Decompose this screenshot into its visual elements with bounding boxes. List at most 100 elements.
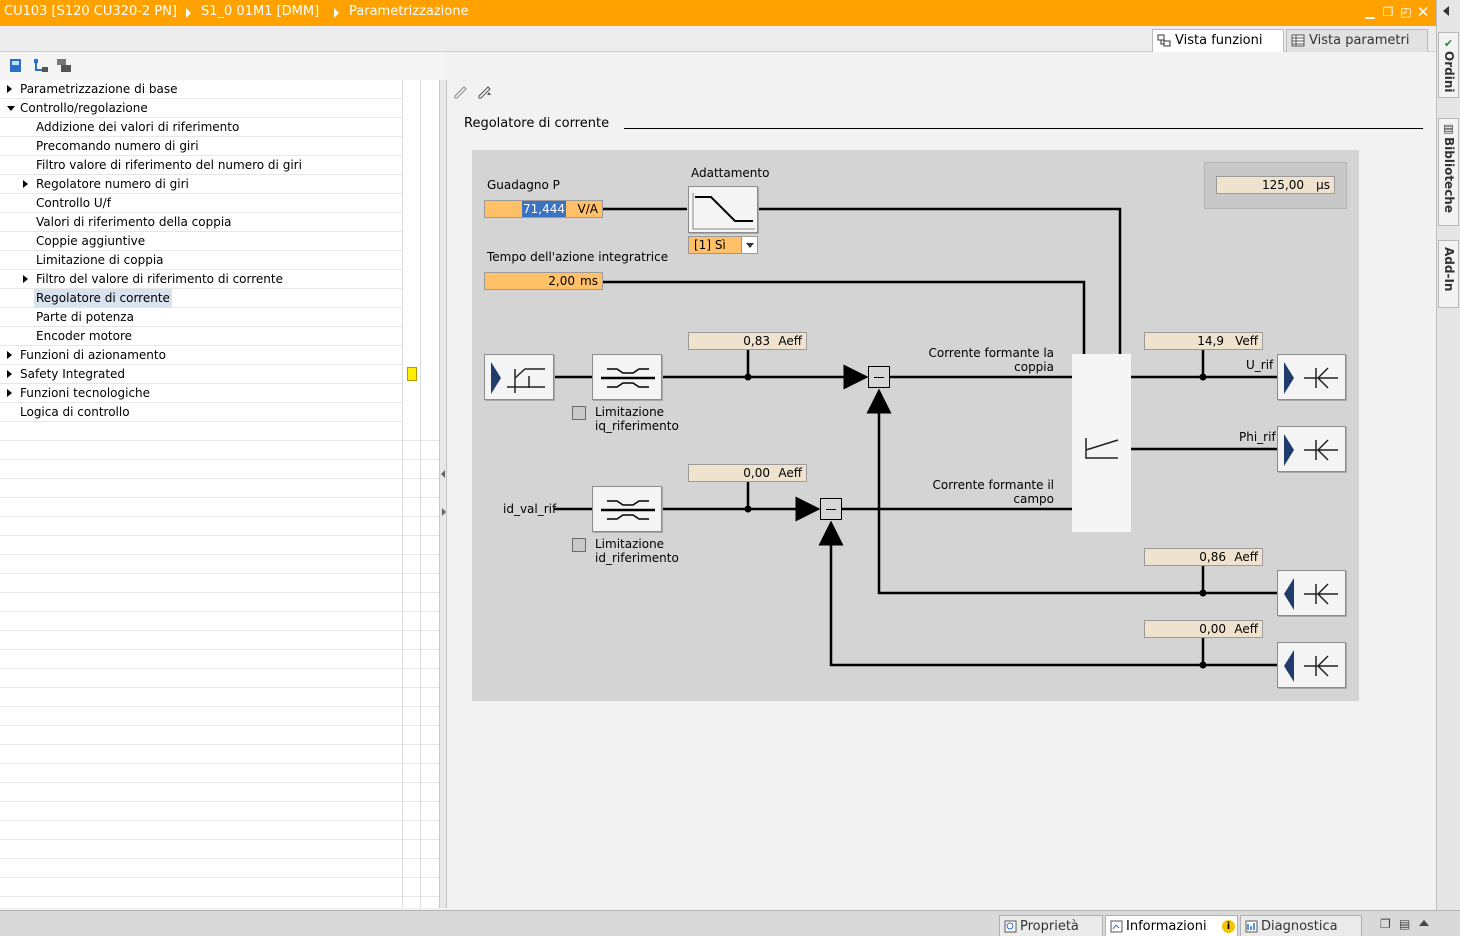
torque-current-label-line1: Corrente formante la (928, 346, 1054, 360)
tree-item[interactable]: Controllo U/f (0, 194, 402, 213)
iq-feedback-value: 0,86 (1199, 550, 1226, 564)
breadcrumb-drive[interactable]: S1_0 01M1 [DMM] (201, 4, 320, 19)
phi-ref-output-connector[interactable] (1277, 426, 1346, 472)
collapse-arrow-icon[interactable] (1443, 6, 1449, 16)
expand-arrow-icon[interactable] (7, 85, 12, 93)
minimize-icon[interactable]: ▁ (1365, 5, 1375, 19)
tree-item[interactable]: Regolatore di corrente (0, 289, 402, 308)
u-ref-output-connector[interactable] (1277, 354, 1346, 400)
iq-setpoint-source-block[interactable] (484, 354, 554, 400)
tree-empty-row (0, 478, 439, 479)
id-feedback-input-connector[interactable] (1277, 642, 1346, 688)
restore-icon[interactable]: ❐ (1382, 5, 1394, 19)
expand-right-icon[interactable] (442, 508, 446, 516)
integral-time-value[interactable]: 2,00 (548, 274, 575, 288)
id-feedback-field: 0,00 Aeff (1144, 620, 1263, 638)
tree-empty-row (0, 630, 439, 631)
tree-splitter[interactable] (440, 80, 447, 908)
close-icon[interactable]: ✕ (1416, 3, 1430, 21)
tree-item[interactable]: Filtro del valore di riferimento di corr… (0, 270, 402, 289)
tree-empty-row (0, 649, 439, 650)
title-bar: CU103 [S120 CU320-2 PN] S1_0 01M1 [DMM] … (0, 0, 1436, 26)
tree-item[interactable]: Parte di potenza (0, 308, 402, 327)
maximize-icon[interactable]: ◰ (1400, 5, 1412, 19)
tab-addin[interactable]: Add-In (1438, 240, 1459, 308)
tab-diagnostics-label: Diagnostica (1261, 919, 1338, 934)
expand-arrow-icon[interactable] (7, 389, 12, 397)
section-divider (624, 128, 1423, 129)
restore-panel-icon[interactable]: ❐ (1380, 917, 1391, 931)
current-controller-diagram (472, 150, 1359, 701)
tree-item[interactable]: Controllo/regolazione (0, 99, 402, 118)
connector-input-icon (491, 362, 545, 394)
tree-item[interactable]: Precomando numero di giri (0, 137, 402, 156)
breadcrumb-device[interactable]: CU103 [S120 CU320-2 PN] (4, 4, 177, 19)
tree-item[interactable]: Funzioni di azionamento (0, 346, 402, 365)
expand-arrow-icon[interactable] (23, 275, 28, 283)
id-limitation-checkbox[interactable] (572, 538, 586, 552)
tree-item[interactable]: Valori di riferimento della coppia (0, 213, 402, 232)
iq-actual-field: 0,83 Aeff (688, 332, 807, 350)
pi-controller-block[interactable] (1072, 354, 1131, 532)
voltage-field: 14,9 Veff (1144, 332, 1263, 350)
network-icon[interactable] (33, 58, 49, 73)
iq-feedback-input-connector[interactable] (1277, 570, 1346, 616)
tree-item-label: Coppie aggiuntive (36, 234, 146, 248)
tab-addin-label: Add-In (1442, 247, 1456, 292)
tree-item-label: Precomando numero di giri (36, 139, 199, 153)
status-flag-icon (407, 367, 417, 381)
tab-orders[interactable]: ✔ Ordini (1438, 32, 1459, 98)
tree-item[interactable]: Encoder motore (0, 327, 402, 346)
tree-item[interactable]: Filtro valore di riferimento del numero … (0, 156, 402, 175)
tab-diagnostics[interactable]: Diagnostica (1240, 915, 1362, 936)
edit-icon[interactable] (453, 83, 469, 99)
book-icon: ▤ (1442, 122, 1455, 135)
integral-time-unit: ms (580, 274, 598, 288)
iq-limitation-block[interactable] (592, 354, 662, 400)
maximize-panel-icon[interactable]: ▤ (1399, 917, 1411, 931)
tree-item[interactable]: Addizione dei valori di riferimento (0, 118, 402, 137)
expand-up-icon[interactable] (1419, 920, 1429, 926)
voltage-unit: Veff (1235, 334, 1258, 348)
connector-output-icon (1284, 362, 1338, 394)
dropdown-button[interactable] (741, 237, 757, 253)
tree-item[interactable]: Funzioni tecnologiche (0, 384, 402, 403)
tree-item[interactable]: Parametrizzazione di base (0, 80, 402, 99)
iq-limitation-checkbox[interactable] (572, 406, 586, 420)
device-icon[interactable] (56, 58, 72, 73)
expand-arrow-icon[interactable] (7, 370, 12, 378)
tree-empty-row (0, 839, 439, 840)
adaptation-select[interactable]: [1] Sì (688, 236, 758, 254)
tree-empty-row (0, 668, 439, 669)
save-icon[interactable] (9, 58, 23, 73)
expand-arrow-icon[interactable] (23, 180, 28, 188)
tree-item-label: Valori di riferimento della coppia (36, 215, 232, 229)
breadcrumb-separator-icon (186, 8, 191, 18)
collapse-arrow-icon[interactable] (7, 106, 15, 111)
integral-time-input[interactable]: 2,00 ms (484, 272, 603, 290)
p-gain-value[interactable]: 71,444 (522, 201, 566, 217)
field-current-label-line2: campo (1013, 492, 1054, 506)
tree-item[interactable]: Regolatore numero di giri (0, 175, 402, 194)
tree-item[interactable]: Logica di controllo (0, 403, 402, 422)
tab-info[interactable]: Informazioni i (1105, 915, 1238, 936)
adaptation-block[interactable] (688, 186, 758, 233)
tree-column-divider (402, 80, 403, 908)
p-gain-input[interactable]: 71,444 V/A (484, 200, 603, 218)
tree-item[interactable]: Coppie aggiuntive (0, 232, 402, 251)
expand-arrow-icon[interactable] (7, 351, 12, 359)
collapse-left-icon[interactable] (441, 470, 445, 478)
tab-functions-view[interactable]: Vista funzioni (1152, 29, 1284, 52)
tree-item-label: Regolatore numero di giri (36, 177, 189, 191)
edit-online-icon[interactable] (477, 83, 493, 99)
tab-parameters-view[interactable]: Vista parametri (1286, 29, 1428, 52)
tab-libraries[interactable]: ▤ Biblioteche (1438, 118, 1459, 226)
tree-item[interactable]: Limitazione di coppia (0, 251, 402, 270)
tree-item[interactable]: Safety Integrated (0, 365, 417, 384)
id-limitation-block[interactable] (592, 486, 662, 532)
field-current-label-line1: Corrente formante il (932, 478, 1054, 492)
tab-properties[interactable]: Proprietà (999, 915, 1103, 936)
tree-empty-row (0, 554, 439, 555)
tree-item-label: Safety Integrated (20, 367, 126, 381)
id-limitation-label-line1: Limitazione (595, 537, 665, 551)
